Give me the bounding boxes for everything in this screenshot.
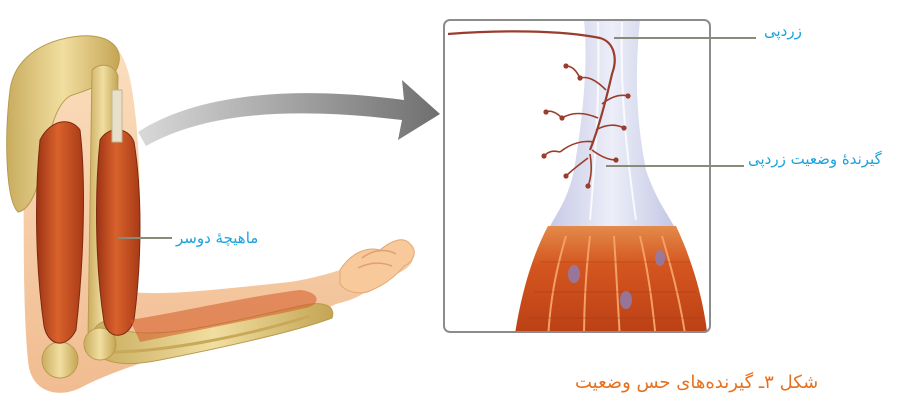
zoom-panel <box>444 20 710 340</box>
tendon-receptor-label: گیرندهٔ وضعیت زردپی <box>748 150 882 168</box>
zoom-arrow <box>138 80 440 146</box>
hand <box>340 240 414 293</box>
arm-illustration <box>7 36 415 393</box>
triceps-muscle <box>37 122 84 343</box>
tendon-label: زردپی <box>764 22 802 40</box>
figure-caption: شکل ۳ـ گیرنده‌های حس وضعیت <box>575 372 818 393</box>
biceps-muscle <box>97 130 140 336</box>
biceps-label: ماهیچهٔ دوسر <box>176 229 258 247</box>
muscle-fibers <box>514 226 708 340</box>
